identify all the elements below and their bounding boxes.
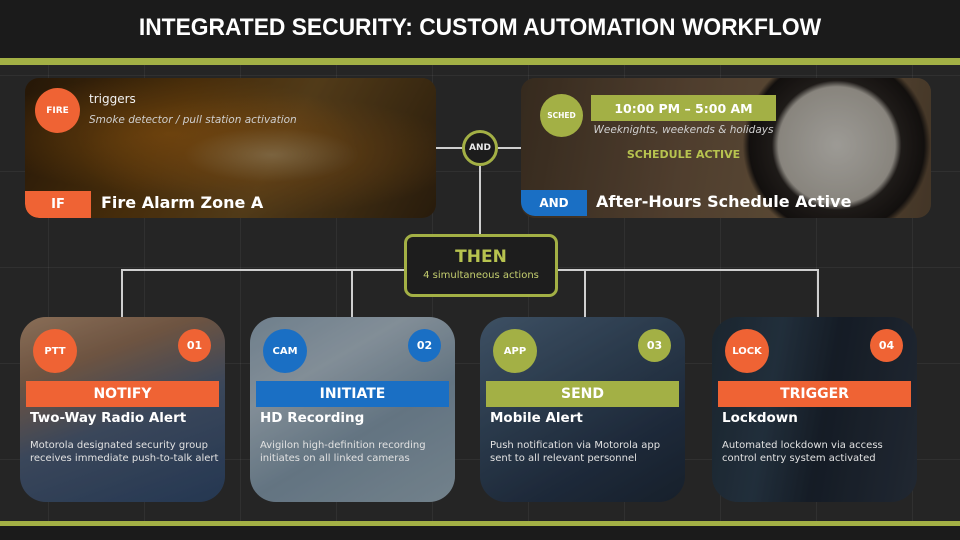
connector-fire-to-and (436, 147, 462, 149)
connector-to-action-3 (584, 269, 586, 317)
fire-trigger-description: Smoke detector / pull station activation (89, 114, 297, 126)
fire-trigger-subtitle: triggers (89, 92, 136, 106)
and-condition-tag: AND (521, 190, 587, 216)
action-card-radio-alert[interactable]: PTT 01 NOTIFY Two-Way Radio Alert Motoro… (20, 317, 225, 502)
schedule-description: Weeknights, weekends & holidays (593, 124, 774, 136)
action-number-badge: 02 (408, 329, 441, 362)
connector-then-right-branch (558, 269, 819, 271)
schedule-trigger-title: After-Hours Schedule Active (596, 192, 852, 211)
header: INTEGRATED SECURITY: CUSTOM AUTOMATION W… (0, 0, 960, 58)
schedule-status: SCHEDULE ACTIVE (626, 148, 741, 161)
action-number-badge: 04 (870, 329, 903, 362)
then-subtitle: 4 simultaneous actions (423, 270, 539, 281)
footer (0, 526, 960, 540)
then-title: THEN (455, 247, 507, 267)
action-card-hd-recording[interactable]: CAM 02 INITIATE HD Recording Avigilon hi… (250, 317, 455, 502)
action-verb-bar: INITIATE (256, 381, 449, 407)
radio-ptt-icon: PTT (33, 329, 77, 373)
action-verb-bar: SEND (486, 381, 679, 407)
and-node: AND (462, 130, 498, 166)
action-description: Motorola designated security group recei… (30, 440, 219, 464)
action-title: Two-Way Radio Alert (30, 410, 187, 426)
then-node: THEN 4 simultaneous actions (404, 234, 558, 297)
action-description: Push notification via Motorola app sent … (490, 440, 661, 464)
action-verb-bar: NOTIFY (26, 381, 219, 407)
action-verb-bar: TRIGGER (718, 381, 911, 407)
connector-and-to-then (479, 166, 481, 234)
schedule-icon: SCHED (540, 94, 583, 137)
schedule-time-range: 10:00 PM – 5:00 AM (591, 95, 776, 121)
camera-icon: CAM (263, 329, 307, 373)
lock-icon: LOCK (725, 329, 769, 373)
app-icon: APP (493, 329, 537, 373)
connector-then-left-branch (121, 269, 404, 271)
action-card-mobile-alert[interactable]: APP 03 SEND Mobile Alert Push notificati… (480, 317, 685, 502)
fire-trigger-card[interactable]: FIRE triggers Smoke detector / pull stat… (25, 78, 436, 218)
action-title: Lockdown (722, 410, 798, 426)
schedule-trigger-card[interactable]: SCHED 10:00 PM – 5:00 AM Weeknights, wee… (521, 78, 931, 218)
action-description: Avigilon high-definition recording initi… (260, 440, 426, 464)
if-condition-tag: IF (25, 191, 91, 218)
action-title: Mobile Alert (490, 410, 583, 426)
connector-and-to-schedule (498, 147, 521, 149)
action-title: HD Recording (260, 410, 365, 426)
connector-to-action-4 (817, 269, 819, 317)
action-number-badge: 01 (178, 329, 211, 362)
action-card-lockdown[interactable]: LOCK 04 TRIGGER Lockdown Automated lockd… (712, 317, 917, 502)
top-accent-bar (0, 58, 960, 65)
fire-trigger-title: Fire Alarm Zone A (101, 193, 264, 212)
action-description: Automated lockdown via access control en… (722, 440, 883, 464)
bottom-accent-bar (0, 521, 960, 526)
page-title: INTEGRATED SECURITY: CUSTOM AUTOMATION W… (138, 14, 822, 41)
connector-to-action-1 (121, 269, 123, 317)
action-number-badge: 03 (638, 329, 671, 362)
fire-icon: FIRE (35, 88, 80, 133)
connector-to-action-2 (351, 269, 353, 317)
